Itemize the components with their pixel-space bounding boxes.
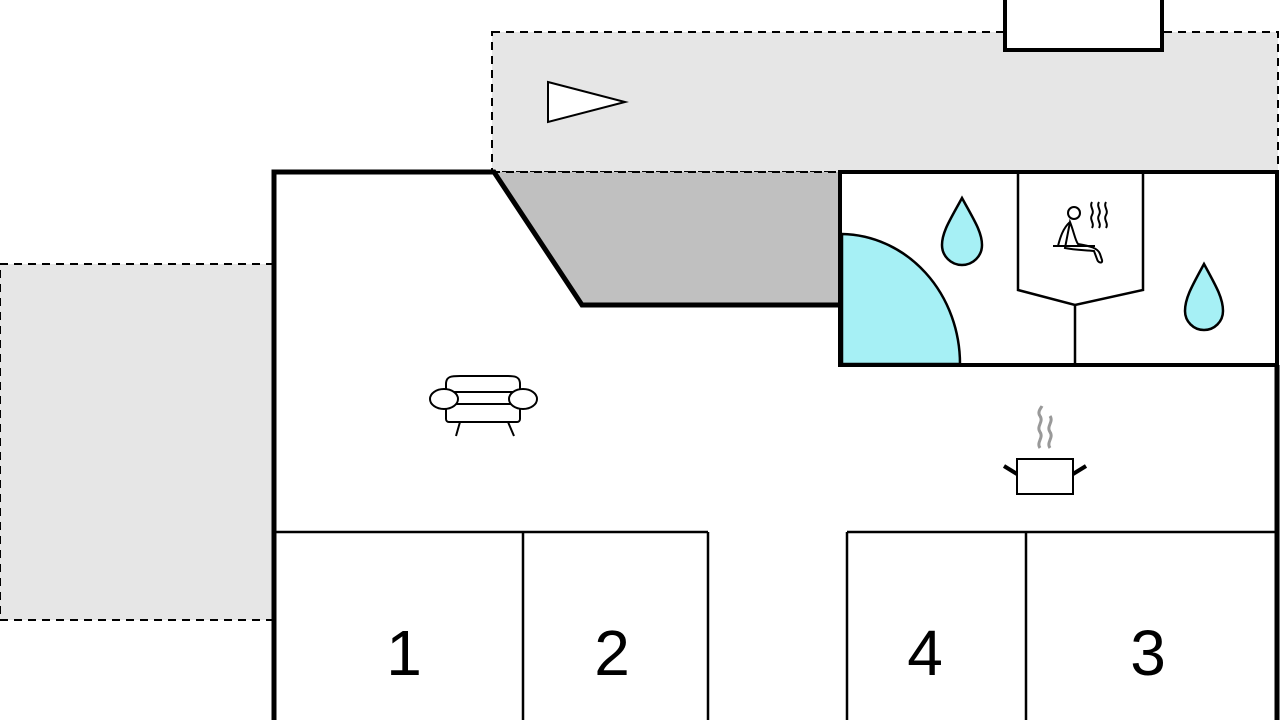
covered-area [492,172,840,305]
sauna-walls [1016,172,1145,365]
shower-door-icon [840,232,962,366]
bedroom-3-label: 3 [1130,617,1166,689]
exterior-walls [271,169,840,720]
bedroom-4-label: 4 [907,617,943,689]
cooking-pot-icon [1002,405,1088,495]
sauna-icon [1053,201,1108,264]
left-terrace [0,263,275,621]
top-annex [1003,0,1164,52]
water-drop-icon [1183,261,1225,332]
bedroom-walls-left [274,530,710,720]
sofa-icon [429,375,538,437]
bedroom-walls-right [845,530,1277,720]
terrace-arrow-icon [547,80,629,124]
bedroom-1-label: 1 [386,617,422,689]
bedroom-2-label: 2 [594,617,630,689]
water-drop-icon [940,195,984,267]
